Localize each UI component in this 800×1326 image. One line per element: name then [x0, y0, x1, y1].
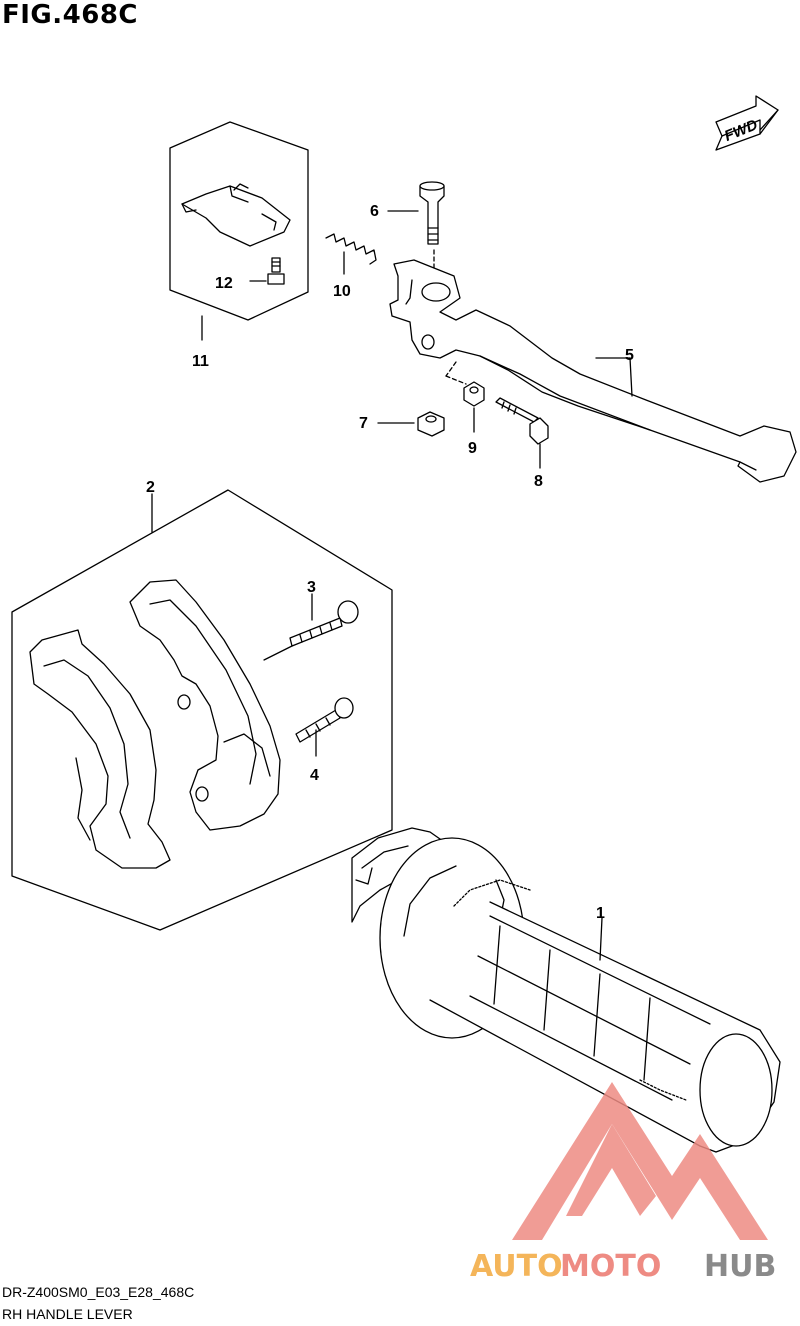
part-11-switch-kit — [169, 121, 309, 341]
watermark-logo-icon — [512, 1082, 768, 1240]
callout-2: 2 — [146, 479, 155, 496]
watermark-text-auto: AUTO — [470, 1249, 563, 1284]
part-5-brake-lever — [389, 259, 797, 483]
callout-1: 1 — [596, 905, 605, 922]
callout-6: 6 — [370, 203, 379, 220]
figure-title: FIG.468C — [2, 0, 139, 30]
part-6-pivot-bolt — [387, 181, 445, 279]
callout-4: 4 — [310, 767, 319, 784]
callout-12: 12 — [215, 275, 233, 292]
figure-code: DR-Z400SM0_E03_E28_468C — [2, 1284, 195, 1300]
part-3-screw — [289, 593, 359, 647]
callout-9: 9 — [468, 440, 477, 457]
callout-10: 10 — [333, 283, 351, 300]
watermark-text-moto: MOTO — [560, 1249, 661, 1284]
callout-8: 8 — [534, 473, 543, 490]
watermark-text-hub: HUB — [704, 1249, 776, 1284]
part-10-spring — [325, 233, 377, 275]
fwd-arrow-icon: FWD — [715, 95, 779, 151]
part-7-nut — [377, 411, 445, 437]
callout-11: 11 — [192, 353, 209, 370]
part-2-holder-kit — [11, 489, 393, 931]
part-4-screw — [295, 697, 354, 757]
callout-7: 7 — [359, 415, 368, 432]
callout-5: 5 — [625, 347, 634, 364]
part-9-nut — [463, 381, 485, 433]
figure-name: RH HANDLE LEVER — [2, 1306, 133, 1322]
callout-3: 3 — [307, 579, 316, 596]
part-8-bolt — [495, 397, 549, 469]
part-1-grip — [351, 827, 781, 1153]
